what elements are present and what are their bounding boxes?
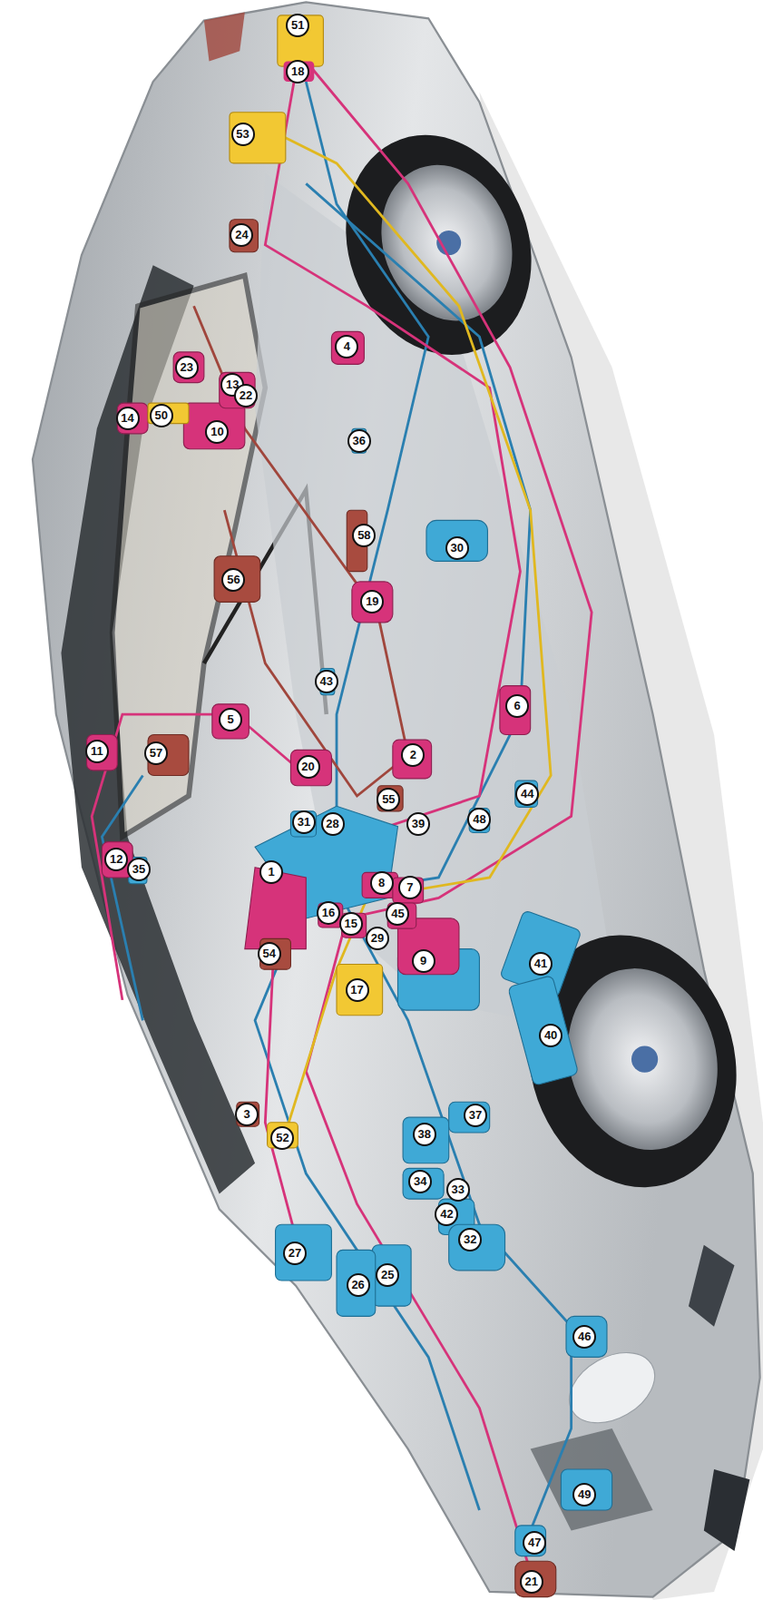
callout-number: 14 <box>116 406 140 431</box>
callout-number: 50 <box>149 403 174 428</box>
callout-number: 8 <box>370 870 394 895</box>
callout-number: 56 <box>221 567 245 592</box>
callout-number: 21 <box>519 1569 544 1594</box>
callout-number: 5 <box>218 707 243 732</box>
callout-number: 20 <box>296 754 321 779</box>
callout-number: 22 <box>234 383 258 408</box>
callout-number: 24 <box>229 223 254 247</box>
callout-number: 52 <box>270 1125 294 1150</box>
callout-number: 36 <box>347 429 372 453</box>
callout-number: 44 <box>515 782 539 806</box>
callout-number: 27 <box>283 1241 307 1265</box>
callout-number: 30 <box>445 536 470 560</box>
callout-number: 18 <box>285 59 310 84</box>
callout-number: 26 <box>346 1272 371 1297</box>
callout-number: 17 <box>345 978 370 1002</box>
callout-number: 7 <box>398 875 422 900</box>
callout-number: 35 <box>127 857 151 881</box>
callout-number: 6 <box>505 694 529 718</box>
callout-number: 3 <box>234 1102 259 1126</box>
callout-number: 54 <box>257 941 282 966</box>
callout-number: 57 <box>144 741 168 765</box>
callout-number: 23 <box>175 355 199 380</box>
callout-number: 33 <box>446 1177 470 1202</box>
callout-number: 43 <box>314 669 339 694</box>
callout-number: 37 <box>463 1103 488 1127</box>
callout-number: 9 <box>411 948 436 973</box>
callout-number: 47 <box>522 1530 547 1555</box>
callout-number: 15 <box>339 911 363 936</box>
callout-number: 53 <box>231 122 255 147</box>
callout-number: 38 <box>412 1122 437 1146</box>
callout-number: 28 <box>321 811 345 836</box>
callout-number: 46 <box>572 1324 597 1349</box>
callout-number: 10 <box>205 420 229 444</box>
callout-number: 11 <box>85 739 109 763</box>
callout-number: 12 <box>104 847 128 871</box>
callout-number: 34 <box>408 1169 432 1194</box>
